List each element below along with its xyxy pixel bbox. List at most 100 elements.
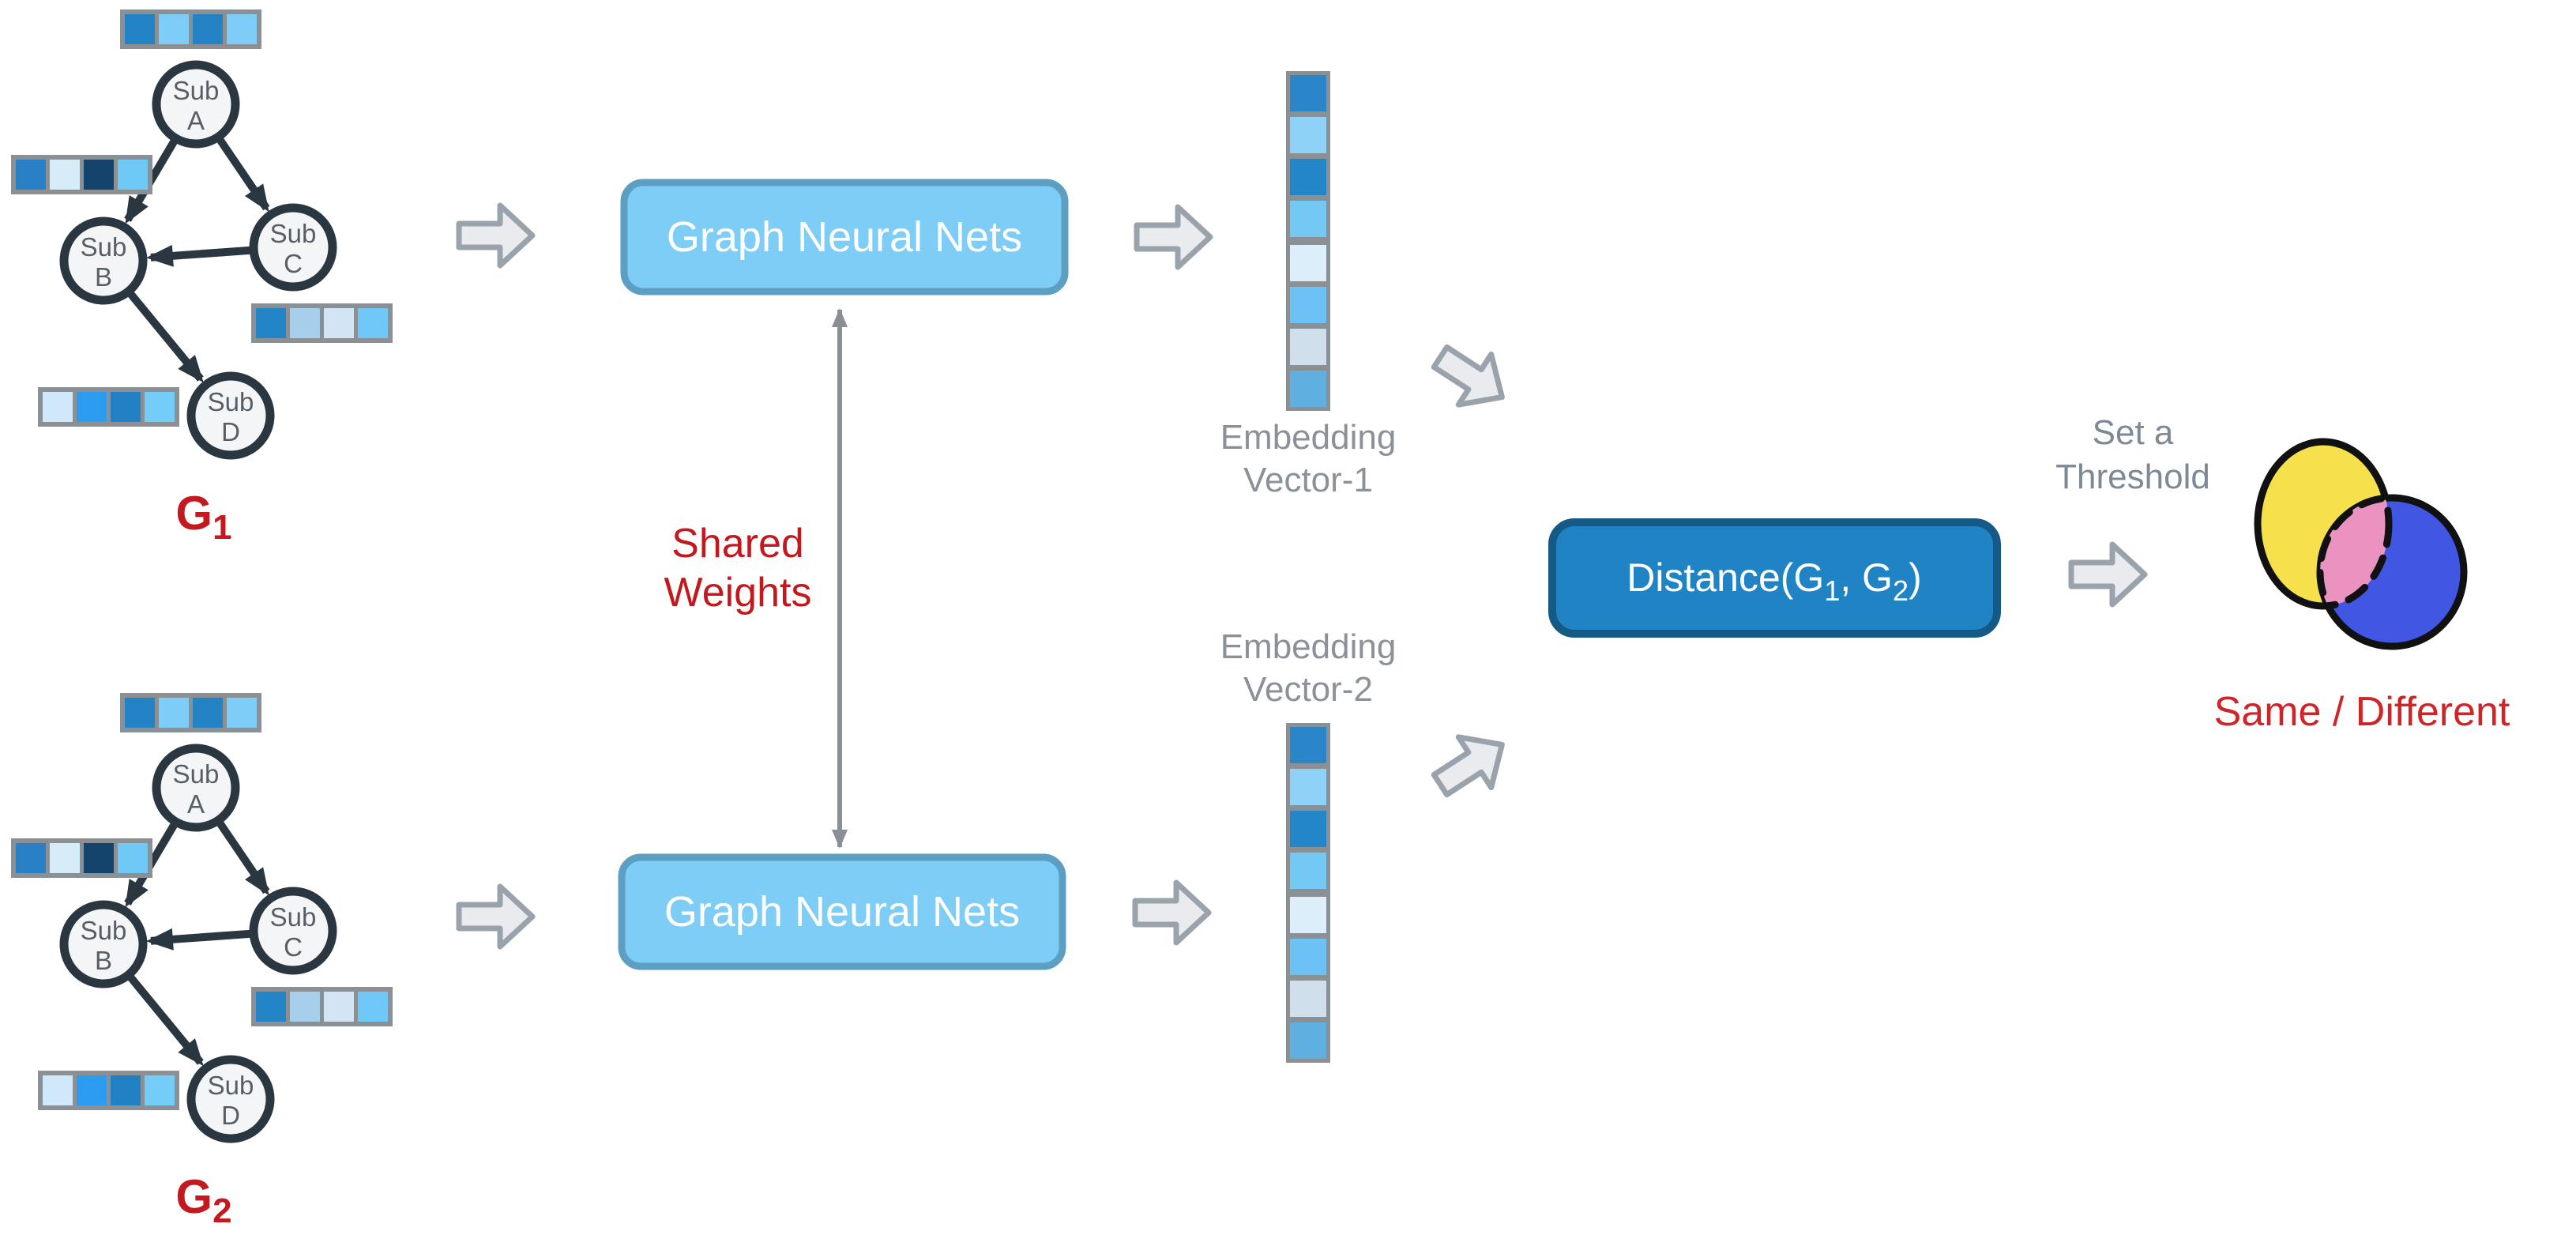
- vector-cell: [159, 698, 189, 728]
- distance-box: Distance(G1, G2): [1548, 518, 2001, 638]
- node-sub-d: [186, 371, 275, 460]
- vector-cell: [1290, 75, 1326, 111]
- vector-cell: [16, 160, 46, 190]
- edge-a-c: [216, 821, 270, 896]
- vector-cell: [84, 160, 114, 190]
- vector-cell: [118, 843, 148, 873]
- gnn-box-2-label: Graph Neural Nets: [664, 888, 1020, 936]
- edge-c-b: [145, 244, 250, 267]
- node-sub-b: [59, 900, 148, 988]
- vector-cell: [227, 698, 257, 728]
- embedding-vector-2-top: [1286, 723, 1330, 893]
- embedding-vector-1-top: [1286, 71, 1330, 241]
- vector-cell: [145, 1075, 175, 1105]
- vector-cell: [118, 160, 148, 190]
- gnn-box-2: Graph Neural Nets: [618, 853, 1066, 970]
- vector-cell: [1290, 981, 1326, 1017]
- vector-cell: [1290, 769, 1326, 805]
- feature-vector-c: [251, 303, 393, 343]
- vector-cell: [358, 992, 388, 1022]
- vector-cell: [1290, 727, 1326, 763]
- embedding-vector-2-bottom: [1286, 893, 1330, 1063]
- edge-b-d: [128, 292, 204, 383]
- g1-edges: [124, 137, 270, 383]
- vector-cell: [1290, 159, 1326, 195]
- node-sub-c: [249, 203, 337, 292]
- vector-cell: [111, 1075, 141, 1105]
- vector-cell: [1290, 117, 1326, 153]
- vector-cell: [1290, 287, 1326, 323]
- venn-diagram: [2254, 438, 2468, 650]
- vector-cell: [159, 14, 189, 44]
- vector-cell: [84, 843, 114, 873]
- gnn-box-1-body: [620, 179, 1069, 296]
- vector-cell: [1290, 329, 1326, 365]
- g1-label: G1: [175, 487, 231, 547]
- vector-cell: [256, 992, 286, 1022]
- vector-cell: [290, 308, 320, 338]
- embedding-vector-1-bottom: [1286, 241, 1330, 411]
- vector-cell: [16, 843, 46, 873]
- vector-cell: [1290, 201, 1326, 237]
- g2-label: G2: [175, 1170, 231, 1230]
- vector-cell: [145, 392, 175, 422]
- vector-cell: [1290, 811, 1326, 847]
- feature-vector-a: [120, 693, 261, 732]
- node-sub-b: [59, 217, 148, 305]
- vector-cell: [77, 1075, 107, 1105]
- g1-nodes: [59, 60, 337, 460]
- vector-cell: [324, 992, 354, 1022]
- g2-nodes: [59, 744, 337, 1143]
- feature-vector-d: [38, 1071, 179, 1110]
- edge-c-b: [145, 928, 250, 951]
- vector-cell: [77, 392, 107, 422]
- distance-box-label: Distance(G1, G2): [1626, 555, 1921, 607]
- vector-cell: [43, 1075, 73, 1105]
- node-sub-a: [152, 744, 240, 832]
- gnn-box-2-body: [618, 853, 1066, 970]
- vector-cell: [1290, 897, 1326, 933]
- feature-vector-c: [251, 987, 393, 1026]
- feature-vector-b: [11, 155, 152, 194]
- gnn-box-1: Graph Neural Nets: [620, 179, 1069, 296]
- feature-vector-a: [120, 9, 261, 49]
- vector-cell: [1290, 853, 1326, 889]
- vector-cell: [1290, 939, 1326, 975]
- vector-cell: [290, 992, 320, 1022]
- vector-cell: [256, 308, 286, 338]
- feature-vector-b: [11, 838, 152, 878]
- vector-cell: [193, 14, 223, 44]
- edge-b-d: [128, 975, 204, 1067]
- venn-overlap: [2316, 494, 2389, 606]
- edge-a-c: [216, 137, 270, 213]
- node-sub-a: [152, 60, 240, 149]
- vector-cell: [43, 392, 73, 422]
- feature-vector-d: [38, 387, 179, 427]
- vector-cell: [324, 308, 354, 338]
- vector-cell: [227, 14, 257, 44]
- distance-box-body: [1548, 518, 2001, 638]
- gnn-box-1-label: Graph Neural Nets: [667, 213, 1022, 261]
- vector-cell: [1290, 371, 1326, 407]
- vector-cell: [111, 392, 141, 422]
- vector-cell: [50, 843, 80, 873]
- node-sub-c: [249, 887, 337, 975]
- vector-cell: [1290, 245, 1326, 281]
- vector-cell: [358, 308, 388, 338]
- verdict-label: Same / Different: [2214, 689, 2510, 735]
